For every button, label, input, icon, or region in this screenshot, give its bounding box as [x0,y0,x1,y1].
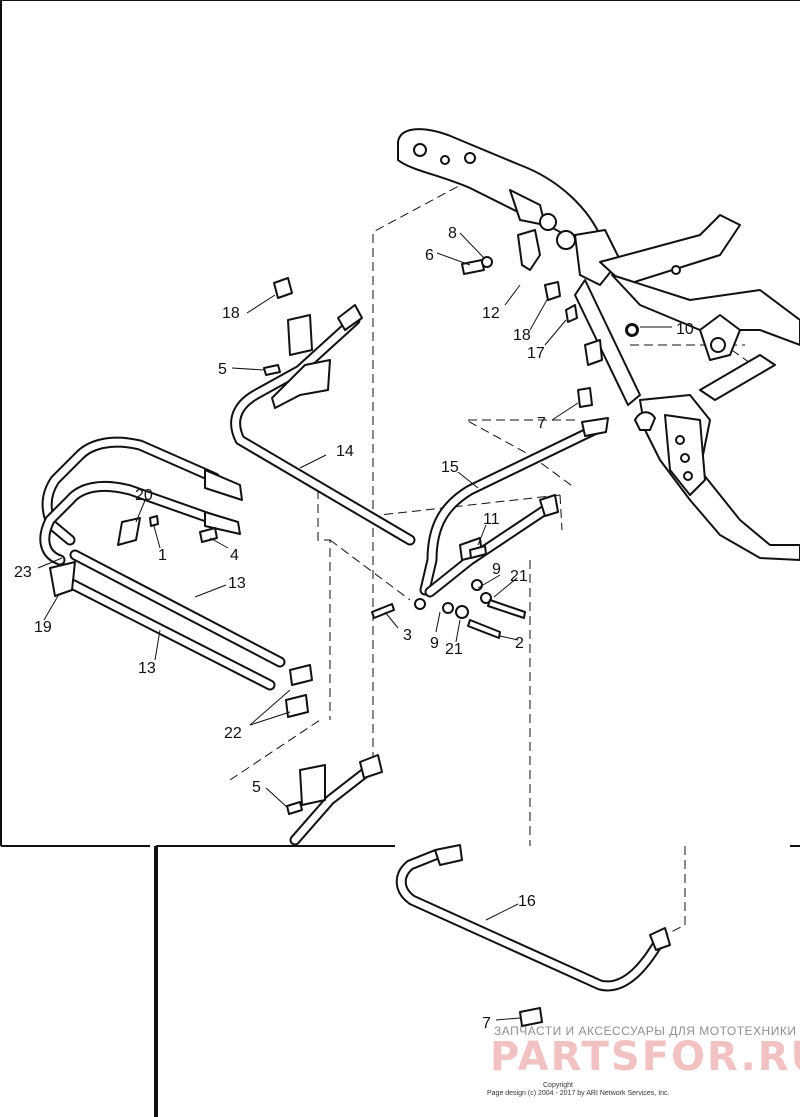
callout-21b: 21 [445,641,463,658]
callout-13a: 13 [228,575,246,592]
callout-15: 15 [441,459,459,476]
copyright-notice: Copyright Page design (c) 2004 - 2017 by… [487,1082,670,1097]
callout-leaders [37,232,672,1021]
watermark-tagline: ЗАПЧАСТИ И АКСЕССУАРЫ ДЛЯ МОТОТЕХНИКИ [494,1024,796,1038]
lower-mount-bracket [289,754,383,846]
callout-20: 20 [135,487,153,504]
callout-4: 4 [230,547,239,564]
callout-7b: 7 [482,1015,491,1032]
callout-9a: 9 [492,561,501,578]
guard-rail-14 [230,304,416,546]
hardware-parts [149,229,638,1027]
callout-10: 10 [676,321,694,338]
callout-7a: 7 [537,415,546,432]
callout-5a: 5 [218,361,227,378]
callout-labels: 1 2 3 4 5 5 6 7 7 8 9 9 10 11 12 13 13 1… [14,225,694,1032]
callout-14: 14 [336,443,354,460]
copyright-title: Copyright [543,1082,573,1089]
callout-17: 17 [527,345,545,362]
callout-1: 1 [158,547,167,564]
saddlebag-support-assembly [39,436,313,718]
callout-3: 3 [403,627,412,644]
callout-2: 2 [515,635,524,652]
guard-rail-15 [419,417,609,598]
callout-9b: 9 [430,635,439,652]
callout-6: 6 [425,247,434,264]
callout-8: 8 [448,225,457,242]
callout-19: 19 [34,619,52,636]
callout-12: 12 [482,305,500,322]
callout-11: 11 [483,511,500,528]
callout-18b: 18 [513,327,531,344]
callout-13b: 13 [138,660,156,677]
watermark-brand: PARTSFOR.RU [490,1034,800,1080]
callout-16: 16 [518,893,536,910]
watermark: ЗАПЧАСТИ И АКСЕССУАРЫ ДЛЯ МОТОТЕХНИКИ PA… [490,1024,800,1080]
motorcycle-frame [397,128,800,561]
callout-23: 23 [14,564,32,581]
callout-22: 22 [224,725,242,742]
callout-21a: 21 [510,568,528,585]
callout-5b: 5 [252,779,261,796]
guard-rail-16 [395,844,671,992]
callout-18a: 18 [222,305,240,322]
copyright-line: Page design (c) 2004 - 2017 by ARI Netwo… [487,1090,670,1097]
